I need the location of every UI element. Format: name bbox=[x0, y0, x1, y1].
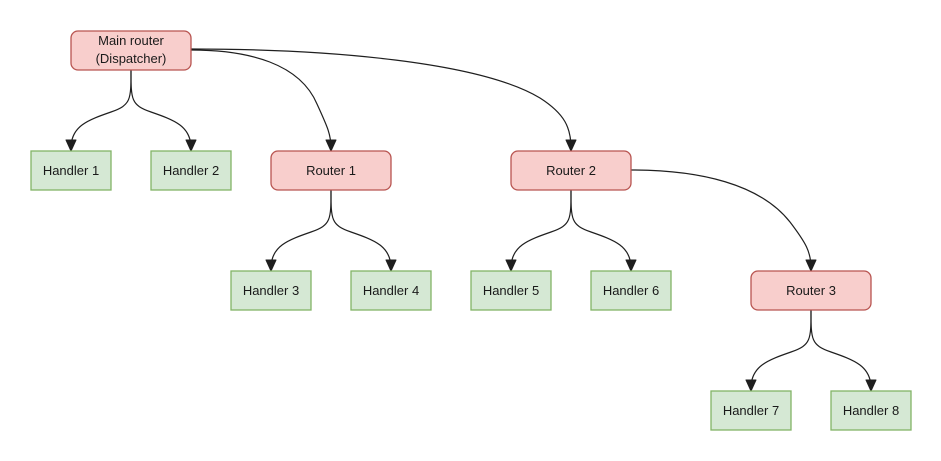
node-router-2[interactable]: Router 2 bbox=[510, 150, 632, 191]
edge-router-2-to-handler-6[interactable] bbox=[570, 189, 637, 272]
edge-line bbox=[130, 69, 192, 149]
edge-line bbox=[750, 309, 812, 389]
node-main-router[interactable]: Main router(Dispatcher) bbox=[70, 30, 192, 71]
arrow-head-icon bbox=[65, 139, 77, 152]
edge-line bbox=[190, 49, 332, 149]
edge-router-1-to-handler-4[interactable] bbox=[330, 189, 397, 272]
edge-router-2-to-handler-5[interactable] bbox=[505, 189, 572, 272]
node-handler-1[interactable]: Handler 1 bbox=[30, 150, 112, 191]
arrow-head-icon bbox=[505, 259, 517, 272]
arrow-head-icon bbox=[865, 379, 877, 392]
edges-layer bbox=[65, 48, 877, 392]
edge-line bbox=[70, 69, 132, 149]
handler-box[interactable] bbox=[830, 390, 912, 431]
edge-line bbox=[510, 189, 572, 269]
node-router-3[interactable]: Router 3 bbox=[750, 270, 872, 311]
node-handler-5[interactable]: Handler 5 bbox=[470, 270, 552, 311]
router-box[interactable] bbox=[750, 270, 872, 311]
router-box[interactable] bbox=[510, 150, 632, 191]
arrow-head-icon bbox=[805, 259, 817, 272]
edge-main-to-handler-1[interactable] bbox=[65, 69, 132, 152]
arrow-head-icon bbox=[385, 259, 397, 272]
handler-box[interactable] bbox=[710, 390, 792, 431]
edge-router-3-to-handler-8[interactable] bbox=[810, 309, 877, 392]
arrow-head-icon bbox=[745, 379, 757, 392]
arrow-head-icon bbox=[325, 139, 337, 152]
router-box[interactable] bbox=[270, 150, 392, 191]
arrow-head-icon bbox=[565, 139, 577, 152]
handler-box[interactable] bbox=[150, 150, 232, 191]
node-handler-3[interactable]: Handler 3 bbox=[230, 270, 312, 311]
node-handler-4[interactable]: Handler 4 bbox=[350, 270, 432, 311]
arrow-head-icon bbox=[625, 259, 637, 272]
edge-main-to-router-1[interactable] bbox=[190, 49, 337, 152]
handler-box[interactable] bbox=[230, 270, 312, 311]
edge-router-3-to-handler-7[interactable] bbox=[745, 309, 812, 392]
handler-box[interactable] bbox=[590, 270, 672, 311]
edge-line bbox=[630, 169, 812, 269]
edge-router-1-to-handler-3[interactable] bbox=[265, 189, 332, 272]
edge-line bbox=[810, 309, 872, 389]
nodes-layer: Main router(Dispatcher) Handler 1 Handler … bbox=[30, 30, 912, 431]
router-box[interactable] bbox=[70, 30, 192, 71]
edge-line bbox=[270, 189, 332, 269]
handler-box[interactable] bbox=[350, 270, 432, 311]
handler-box[interactable] bbox=[30, 150, 112, 191]
node-handler-6[interactable]: Handler 6 bbox=[590, 270, 672, 311]
arrow-head-icon bbox=[185, 139, 197, 152]
edge-router-2-to-router-3[interactable] bbox=[630, 169, 817, 272]
node-router-1[interactable]: Router 1 bbox=[270, 150, 392, 191]
edge-main-to-router-2[interactable] bbox=[190, 48, 577, 152]
edge-main-to-handler-2[interactable] bbox=[130, 69, 197, 152]
node-handler-7[interactable]: Handler 7 bbox=[710, 390, 792, 431]
node-handler-8[interactable]: Handler 8 bbox=[830, 390, 912, 431]
node-handler-2[interactable]: Handler 2 bbox=[150, 150, 232, 191]
edge-line bbox=[190, 48, 572, 149]
handler-box[interactable] bbox=[470, 270, 552, 311]
edge-line bbox=[570, 189, 632, 269]
arrow-head-icon bbox=[265, 259, 277, 272]
edge-line bbox=[330, 189, 392, 269]
